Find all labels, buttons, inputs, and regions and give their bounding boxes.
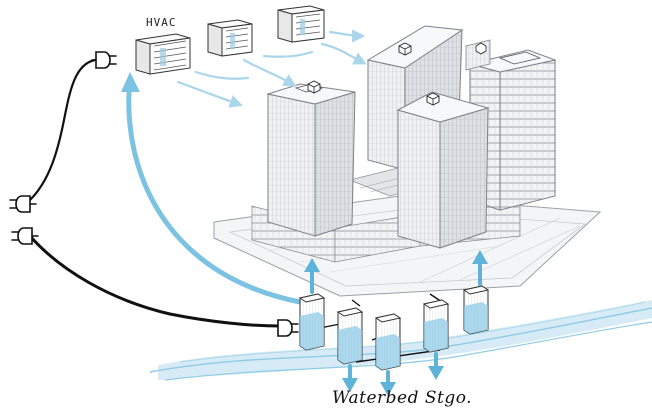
storage-tank-icon — [462, 285, 490, 335]
hvac-unit-2 — [207, 19, 253, 57]
plug-icon — [9, 195, 37, 213]
storage-label: Waterbed Stgo. — [332, 388, 473, 408]
down-arrowhead — [380, 382, 396, 396]
hvac-unit-icon — [207, 19, 253, 57]
air-flow-arrows — [176, 29, 367, 108]
up-arrowhead — [472, 250, 488, 264]
power-cables — [28, 58, 282, 328]
down-arrowhead — [342, 378, 358, 392]
cube-icon — [426, 92, 440, 106]
hvac-unit-icon — [277, 5, 325, 43]
plug-icon — [91, 51, 117, 69]
up-flow-arrows — [310, 260, 482, 294]
water-band — [149, 300, 652, 381]
supply-curve-arrow — [126, 81, 303, 305]
storage-tank-icon — [374, 313, 402, 371]
hvac-unit-3 — [277, 5, 325, 43]
plug-icon — [277, 319, 299, 337]
storage-tank-icon — [336, 307, 364, 365]
cube-icon — [398, 42, 412, 56]
cube-icon — [475, 42, 487, 55]
supply-curve-arrowhead — [121, 72, 140, 92]
storage-tank-icon — [298, 293, 326, 351]
building-tower-a — [266, 80, 356, 237]
storage-tank-icon — [422, 299, 450, 353]
down-arrowhead — [428, 366, 444, 380]
building-tower-d — [396, 91, 490, 249]
hvac-unit-1 — [135, 33, 191, 75]
hvac-unit-icon — [135, 33, 191, 75]
hvac-label: HVAC — [146, 16, 177, 29]
storage-tanks — [298, 285, 490, 371]
plug-icon — [11, 227, 39, 245]
cube-icon — [307, 80, 321, 94]
up-arrowhead — [304, 258, 320, 272]
